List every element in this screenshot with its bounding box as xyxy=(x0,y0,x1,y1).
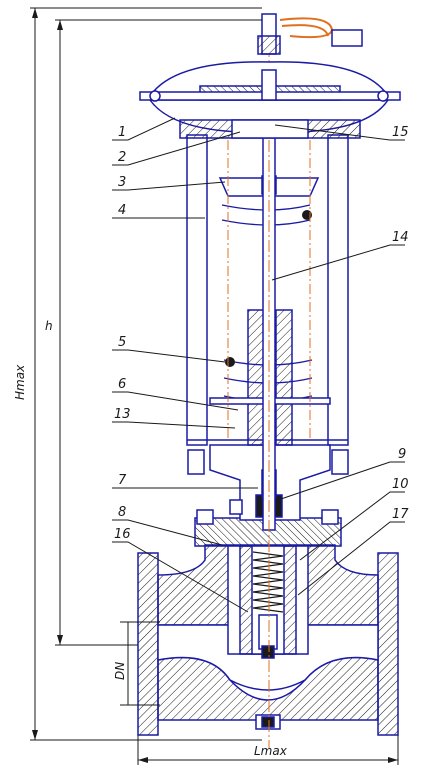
dimension-hmax-label: Hmax xyxy=(13,364,27,400)
dimension-arrows xyxy=(32,8,398,763)
part-label-16: 16 xyxy=(114,527,131,542)
actuator-housing xyxy=(139,61,401,139)
dimension-lmax-label: Lmax xyxy=(254,744,288,758)
part-label-6: 6 xyxy=(118,377,126,392)
part-label-9: 9 xyxy=(398,447,406,462)
center-lines xyxy=(227,140,311,440)
dimension-lines xyxy=(30,7,399,765)
part-label-1: 1 xyxy=(118,125,126,140)
dimension-h-label: h xyxy=(45,319,53,333)
part-label-10: 10 xyxy=(392,477,409,492)
valve-plug xyxy=(258,614,278,659)
part-label-4: 4 xyxy=(118,203,126,218)
part-label-14: 14 xyxy=(392,230,409,245)
part-label-5: 5 xyxy=(118,335,126,350)
part-label-17: 17 xyxy=(392,507,409,522)
part-label-15: 15 xyxy=(392,125,409,140)
dimension-dn-label: DN xyxy=(113,662,127,680)
part-label-8: 8 xyxy=(118,505,126,520)
part-labels: 1 2 3 4 5 6 13 7 8 16 15 14 9 10 17 xyxy=(114,125,409,542)
bellows xyxy=(252,551,284,613)
part-label-7: 7 xyxy=(118,473,127,488)
guide-tube xyxy=(247,309,293,446)
part-label-13: 13 xyxy=(114,407,131,422)
spring-coil-section-icon xyxy=(225,357,235,367)
leader-lines xyxy=(112,117,405,613)
part-label-3: 3 xyxy=(118,175,126,190)
positioner xyxy=(257,13,363,55)
part-label-2: 2 xyxy=(118,150,126,165)
